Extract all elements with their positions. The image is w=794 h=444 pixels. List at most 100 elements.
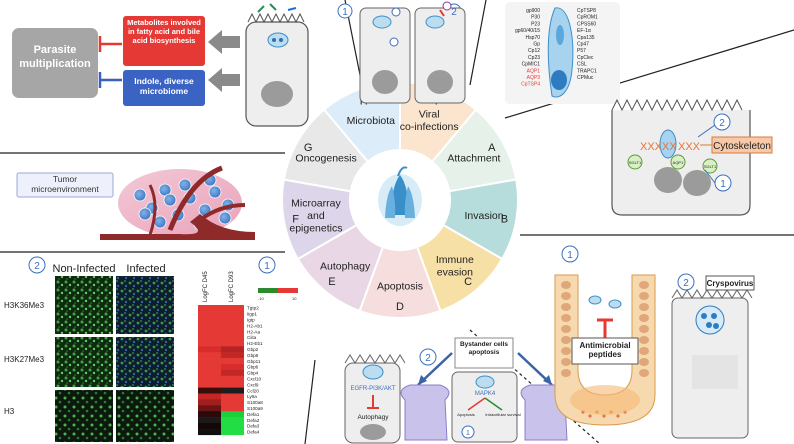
micrograph-h3-noninf xyxy=(55,390,113,442)
crypt-cell xyxy=(639,292,649,300)
attachment-protein: CSL xyxy=(577,62,587,68)
tumor-cell xyxy=(218,211,232,225)
heatmap-gene-label: Gbp4 xyxy=(247,371,259,376)
crypt-cell xyxy=(639,336,649,344)
heatmap-cell-d93 xyxy=(221,310,244,318)
row-h3: H3 xyxy=(4,407,15,416)
heatmap-cell-d45 xyxy=(198,316,221,323)
heatmap-scale-max: 10 xyxy=(292,296,297,301)
metabolites-label: Metabolites involved in fatty acid and b… xyxy=(127,18,201,45)
heatmap-gene-label: Ly6a xyxy=(247,394,257,399)
attachment-protein: Cp23 xyxy=(528,55,540,61)
crypt-cell xyxy=(561,336,571,344)
cryspovirus-box xyxy=(705,275,755,291)
heatmap-cell-d93 xyxy=(221,322,244,329)
panel-attachment: gp900P30P23gp60/40/15Hsp70GpCp12Cp23CpMI… xyxy=(505,2,620,104)
indole-box xyxy=(123,70,205,106)
heatmap-gene-label: Ciita xyxy=(247,335,257,340)
heatmap-gene-label: Gbp6 xyxy=(247,365,259,370)
wheel-letter-c: C xyxy=(464,276,472,288)
wheel-label-b: Invasion xyxy=(465,210,504,222)
tumor-cell xyxy=(163,193,177,207)
crypt-cell xyxy=(561,325,571,333)
attachment-protein: P57 xyxy=(577,48,586,54)
heatmap-cell-d93 xyxy=(221,393,244,400)
attachment-protein: CpMIC1 xyxy=(522,62,541,68)
wheel-letter-b: B xyxy=(501,213,508,225)
parasite-multiplication-label: Parasite multiplication xyxy=(19,44,91,70)
heatmap-gene-label: Defa2 xyxy=(247,418,260,423)
attachment-protein-highlight: AQP1 xyxy=(527,68,541,74)
heatmap-cell-d45 xyxy=(198,375,221,382)
svg-text:XXXXX: XXXXX xyxy=(640,141,677,153)
invasion-marker-2-text: 2 xyxy=(719,118,725,129)
tumor-microenvironment-label: Tumor microenvironment xyxy=(31,174,99,194)
heatmap-gene-label: Gbp11 xyxy=(247,359,261,364)
attachment-protein: Hsp70 xyxy=(526,35,541,41)
heatmap-cell-d93 xyxy=(221,411,244,418)
heatmap-gene-label: Defa3 xyxy=(247,424,260,429)
marker-immune-1 xyxy=(561,245,579,263)
heatmap-cell-d45 xyxy=(198,322,221,329)
crypt-cell xyxy=(561,314,571,322)
peptides-box xyxy=(571,337,639,365)
antimicrobial-peptides-label: Antimicrobial peptides xyxy=(579,341,631,360)
indole-label: Indole, diverse microbiome xyxy=(134,76,194,97)
attachment-protein: EF-1α xyxy=(577,28,591,34)
crypt-cell xyxy=(561,303,571,311)
immune-marker-1-text: 1 xyxy=(567,250,573,261)
marker-immune-2 xyxy=(677,273,695,291)
heatmap-cell-d93 xyxy=(221,340,244,347)
heatmap-gene-label: Iigp1 xyxy=(247,312,257,317)
marker-apoptosis-1 xyxy=(461,425,475,439)
invading-parasite xyxy=(659,129,677,159)
wheel-label-g: Oncogenesis xyxy=(295,152,356,164)
marker-epigenetics xyxy=(28,256,46,274)
heatmap-gene-label: Igtp xyxy=(247,318,255,323)
heatmap-cell-d93 xyxy=(221,387,244,394)
tumor-cell xyxy=(158,183,172,197)
heatmap-cell-d93 xyxy=(221,316,244,323)
heatmap-cell-d93 xyxy=(221,346,244,353)
heatmap-cell-d45 xyxy=(198,352,221,359)
autophagy-pathway: EGFR-PI3K/AKT xyxy=(350,386,395,392)
cryspovirus-label: Cryspovirus xyxy=(707,279,754,288)
heatmap-scale-min: -10 xyxy=(258,296,265,301)
attachment-protein: CPSS60 xyxy=(577,21,596,27)
heatmap-cell-d93 xyxy=(221,352,244,359)
micrograph-h3k36-noninf xyxy=(55,276,113,334)
bystander-title: Bystander cells apoptosis xyxy=(459,341,509,356)
heatmap-cell-d93 xyxy=(221,375,244,382)
heatmap-cell-d45 xyxy=(198,340,221,347)
junction-a: SGLT1 xyxy=(629,160,642,165)
heatmap-marker-text: 1 xyxy=(264,261,270,272)
heatmap-gene-label: Tgtp2 xyxy=(247,306,259,311)
peptide-dot xyxy=(602,414,606,418)
heatmap-cell-d45 xyxy=(198,310,221,318)
heatmap-cell-d93 xyxy=(221,328,244,335)
col-infected: Infected xyxy=(126,263,165,275)
attachment-protein-highlight: CpTSP4 xyxy=(521,82,540,88)
panel-apoptosis xyxy=(400,337,570,443)
attachment-protein: CPMuc xyxy=(577,75,594,81)
attachment-protein: CpTSP8 xyxy=(577,8,596,14)
attachment-protein: TRAPC1 xyxy=(577,68,597,74)
heatmap-cell-d45 xyxy=(198,381,221,388)
heatmap-cell-d93 xyxy=(221,369,244,377)
heatmap-cell-d45 xyxy=(198,305,221,312)
crypt-cell xyxy=(639,303,649,311)
tumor-cell xyxy=(208,185,222,199)
tumor-cell xyxy=(138,207,152,221)
apoptosis-pathway: MAPK4 xyxy=(475,391,496,397)
svg-text:XXX: XXX xyxy=(678,141,701,153)
bystander-box xyxy=(454,337,514,369)
attachment-protein: Cp47 xyxy=(577,42,589,48)
wheel-letter-d: D xyxy=(396,301,404,313)
crypt-cells xyxy=(561,281,649,418)
heatmap-cell-d93 xyxy=(221,358,244,365)
heatmap-gene-label: S100a8 xyxy=(247,400,263,405)
viral-marker-1-text: 1 xyxy=(342,7,348,18)
heatmap-gene-label: Cxcl10 xyxy=(247,377,261,382)
